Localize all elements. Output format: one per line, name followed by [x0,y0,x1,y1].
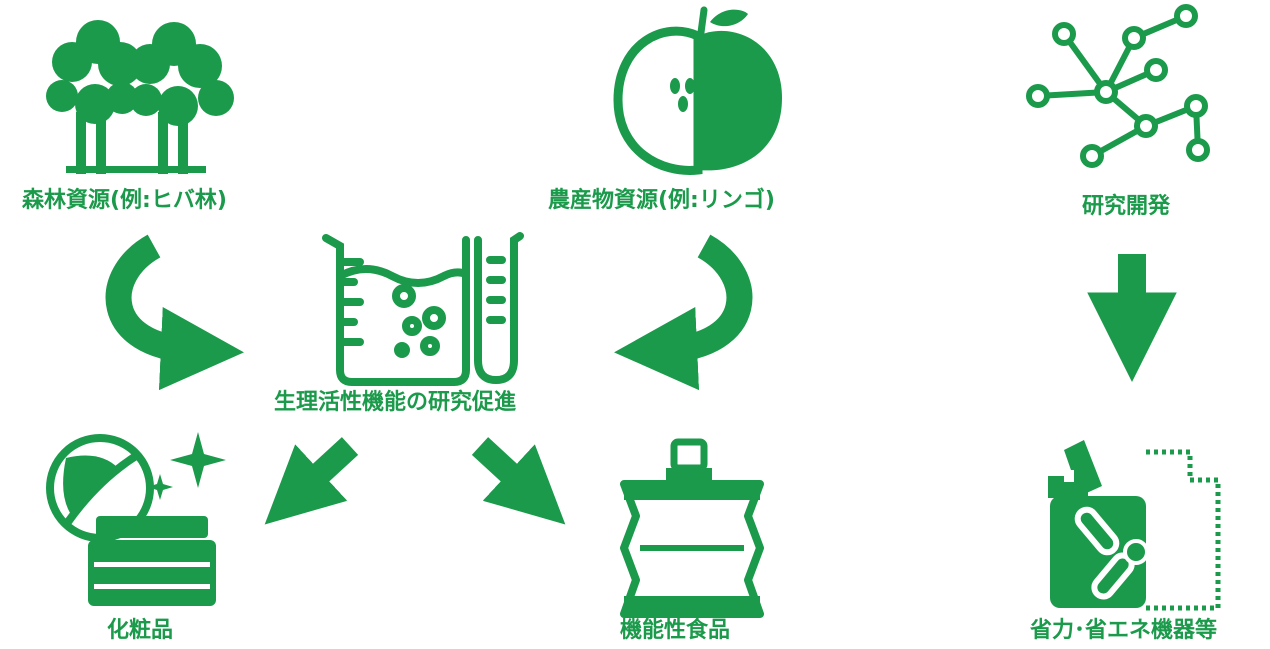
label-functional-food: 機能性食品 [620,618,731,643]
curved-arrow-right [614,234,753,391]
tree-icon [46,20,234,174]
label-cosmetics: 化粧品 [107,618,174,643]
diagonal-arrow-left [264,437,359,525]
label-agricultural-resource: 農産物資源(例:リンゴ) [548,188,775,213]
label-rnd: 研究開発 [1082,194,1171,219]
spray-device-icon [1048,440,1221,611]
food-pouch-icon [620,438,764,618]
curved-arrow-left [105,234,244,391]
beaker-test-tube-icon [322,232,524,386]
network-icon [1026,4,1210,168]
label-center-research: 生理活性機能の研究促進 [274,390,517,415]
label-forest-resource: 森林資源(例:ヒバ林) [22,188,227,213]
apple-icon [613,6,782,175]
cosmetics-jar-icon [46,432,226,606]
label-energy-saving-devices: 省力･省エネ機器等 [1030,618,1218,643]
diagonal-arrow-right [471,437,566,525]
